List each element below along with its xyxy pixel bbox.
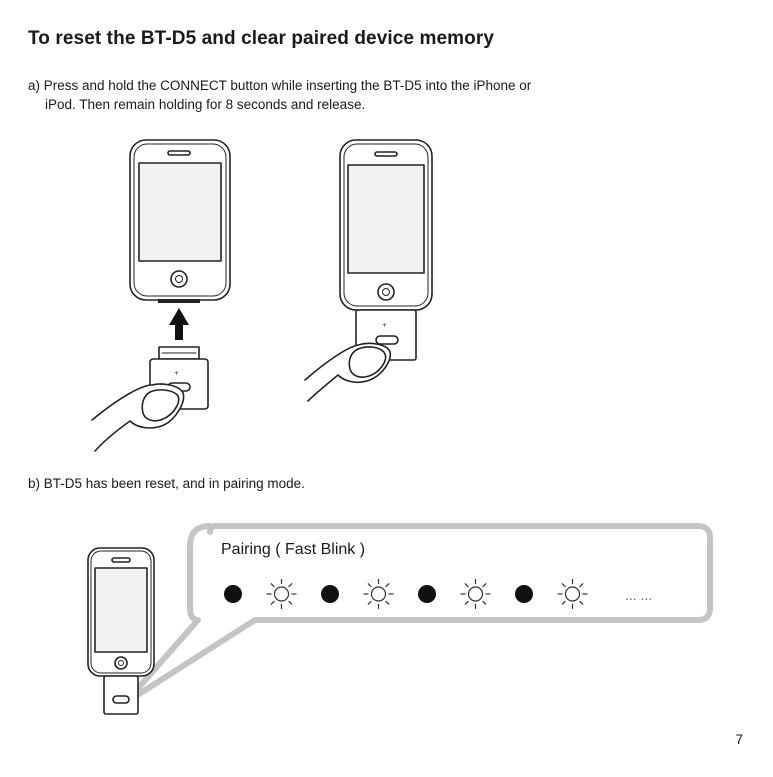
- step-a-text: a) Press and hold the CONNECT button whi…: [28, 76, 748, 114]
- page-number: 7: [735, 732, 743, 747]
- iphone-left-icon: [130, 140, 230, 303]
- led-on-icon: [224, 585, 242, 603]
- led-on-icon: [321, 585, 339, 603]
- blink-trail: ... ...: [625, 587, 652, 603]
- finger-right-icon: [305, 343, 390, 401]
- led-on-icon: [515, 585, 533, 603]
- blink-sequence: ... ...: [215, 568, 685, 618]
- led-off-icon: [461, 579, 491, 609]
- pairing-illustration: [70, 520, 720, 720]
- pairing-label: Pairing ( Fast Blink ): [221, 541, 365, 559]
- led-on-icon: [418, 585, 436, 603]
- step-a-line2: iPod. Then remain holding for 8 seconds …: [28, 95, 748, 114]
- insert-illustration: + +: [90, 135, 450, 460]
- led-off-icon: [558, 579, 588, 609]
- svg-text:+: +: [382, 322, 387, 329]
- step-a-line1: a) Press and hold the CONNECT button whi…: [28, 78, 531, 93]
- arrow-up-icon: [169, 308, 189, 340]
- page-title: To reset the BT-D5 and clear paired devi…: [28, 28, 494, 50]
- led-off-icon: [364, 579, 394, 609]
- finger-left-icon: [92, 384, 184, 451]
- iphone-right-icon: [340, 140, 432, 310]
- step-b-text: b) BT-D5 has been reset, and in pairing …: [28, 474, 305, 493]
- svg-text:+: +: [174, 370, 179, 377]
- led-off-icon: [267, 579, 297, 609]
